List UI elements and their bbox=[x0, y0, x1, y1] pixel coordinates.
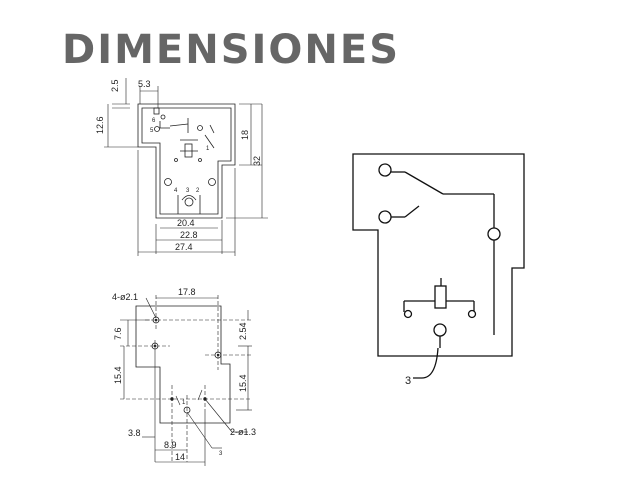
dim-7-6-label: 7.6 bbox=[113, 327, 123, 340]
dim-3-8-label: 3.8 bbox=[128, 428, 141, 438]
top-view-dimension-labels: 2.5 5.3 12.6 18 32 20.4 22.8 27.4 6 5 1 … bbox=[95, 79, 262, 252]
dim-4-holes-label: 4-ø2.1 bbox=[112, 292, 138, 302]
dim-27-4-label: 27.4 bbox=[175, 242, 193, 252]
pin-5-label: 5 bbox=[150, 128, 154, 134]
dim-32-label: 32 bbox=[252, 156, 262, 166]
bottom-view-dimension-labels: 4-ø2.1 17.8 2.54 7.6 15.4 15.4 3.8 8.9 1… bbox=[112, 287, 256, 462]
dim-8-9-label: 8.9 bbox=[164, 440, 177, 450]
dim-15-4-right-label: 15.4 bbox=[238, 374, 248, 392]
dim-2-holes-label: 2-ø1.3 bbox=[230, 427, 256, 437]
top-view-dimensions bbox=[104, 78, 268, 256]
schematic-pin-3-label: 3 bbox=[405, 375, 411, 387]
dim-20-4-label: 20.4 bbox=[177, 218, 195, 228]
pin-4-label: 4 bbox=[174, 188, 178, 194]
dim-22-8-label: 22.8 bbox=[180, 230, 198, 240]
dim-12-6-label: 12.6 bbox=[95, 116, 105, 134]
pin-2-label: 2 bbox=[196, 188, 200, 194]
pin-3-label: 3 bbox=[186, 188, 190, 194]
footprint-pin-3-label: 3 bbox=[219, 451, 223, 457]
pin-1-label: 1 bbox=[206, 146, 210, 152]
bottom-view-dimensions bbox=[120, 295, 252, 466]
top-view bbox=[137, 103, 236, 219]
dim-15-4-left-label: 15.4 bbox=[113, 366, 123, 384]
dim-14-label: 14 bbox=[175, 452, 185, 462]
dim-2-54-label: 2.54 bbox=[238, 322, 248, 340]
dim-18-label: 18 bbox=[240, 130, 250, 140]
relay-schematic bbox=[352, 153, 525, 379]
page-title: DIMENSIONES bbox=[62, 27, 400, 73]
pin-6-label: 6 bbox=[152, 118, 156, 124]
dim-17-8-label: 17.8 bbox=[178, 287, 196, 297]
dim-5-3-label: 5.3 bbox=[138, 79, 151, 89]
dim-2-5-label: 2.5 bbox=[110, 79, 120, 92]
footprint-pin-1-label: 1 bbox=[182, 400, 186, 406]
